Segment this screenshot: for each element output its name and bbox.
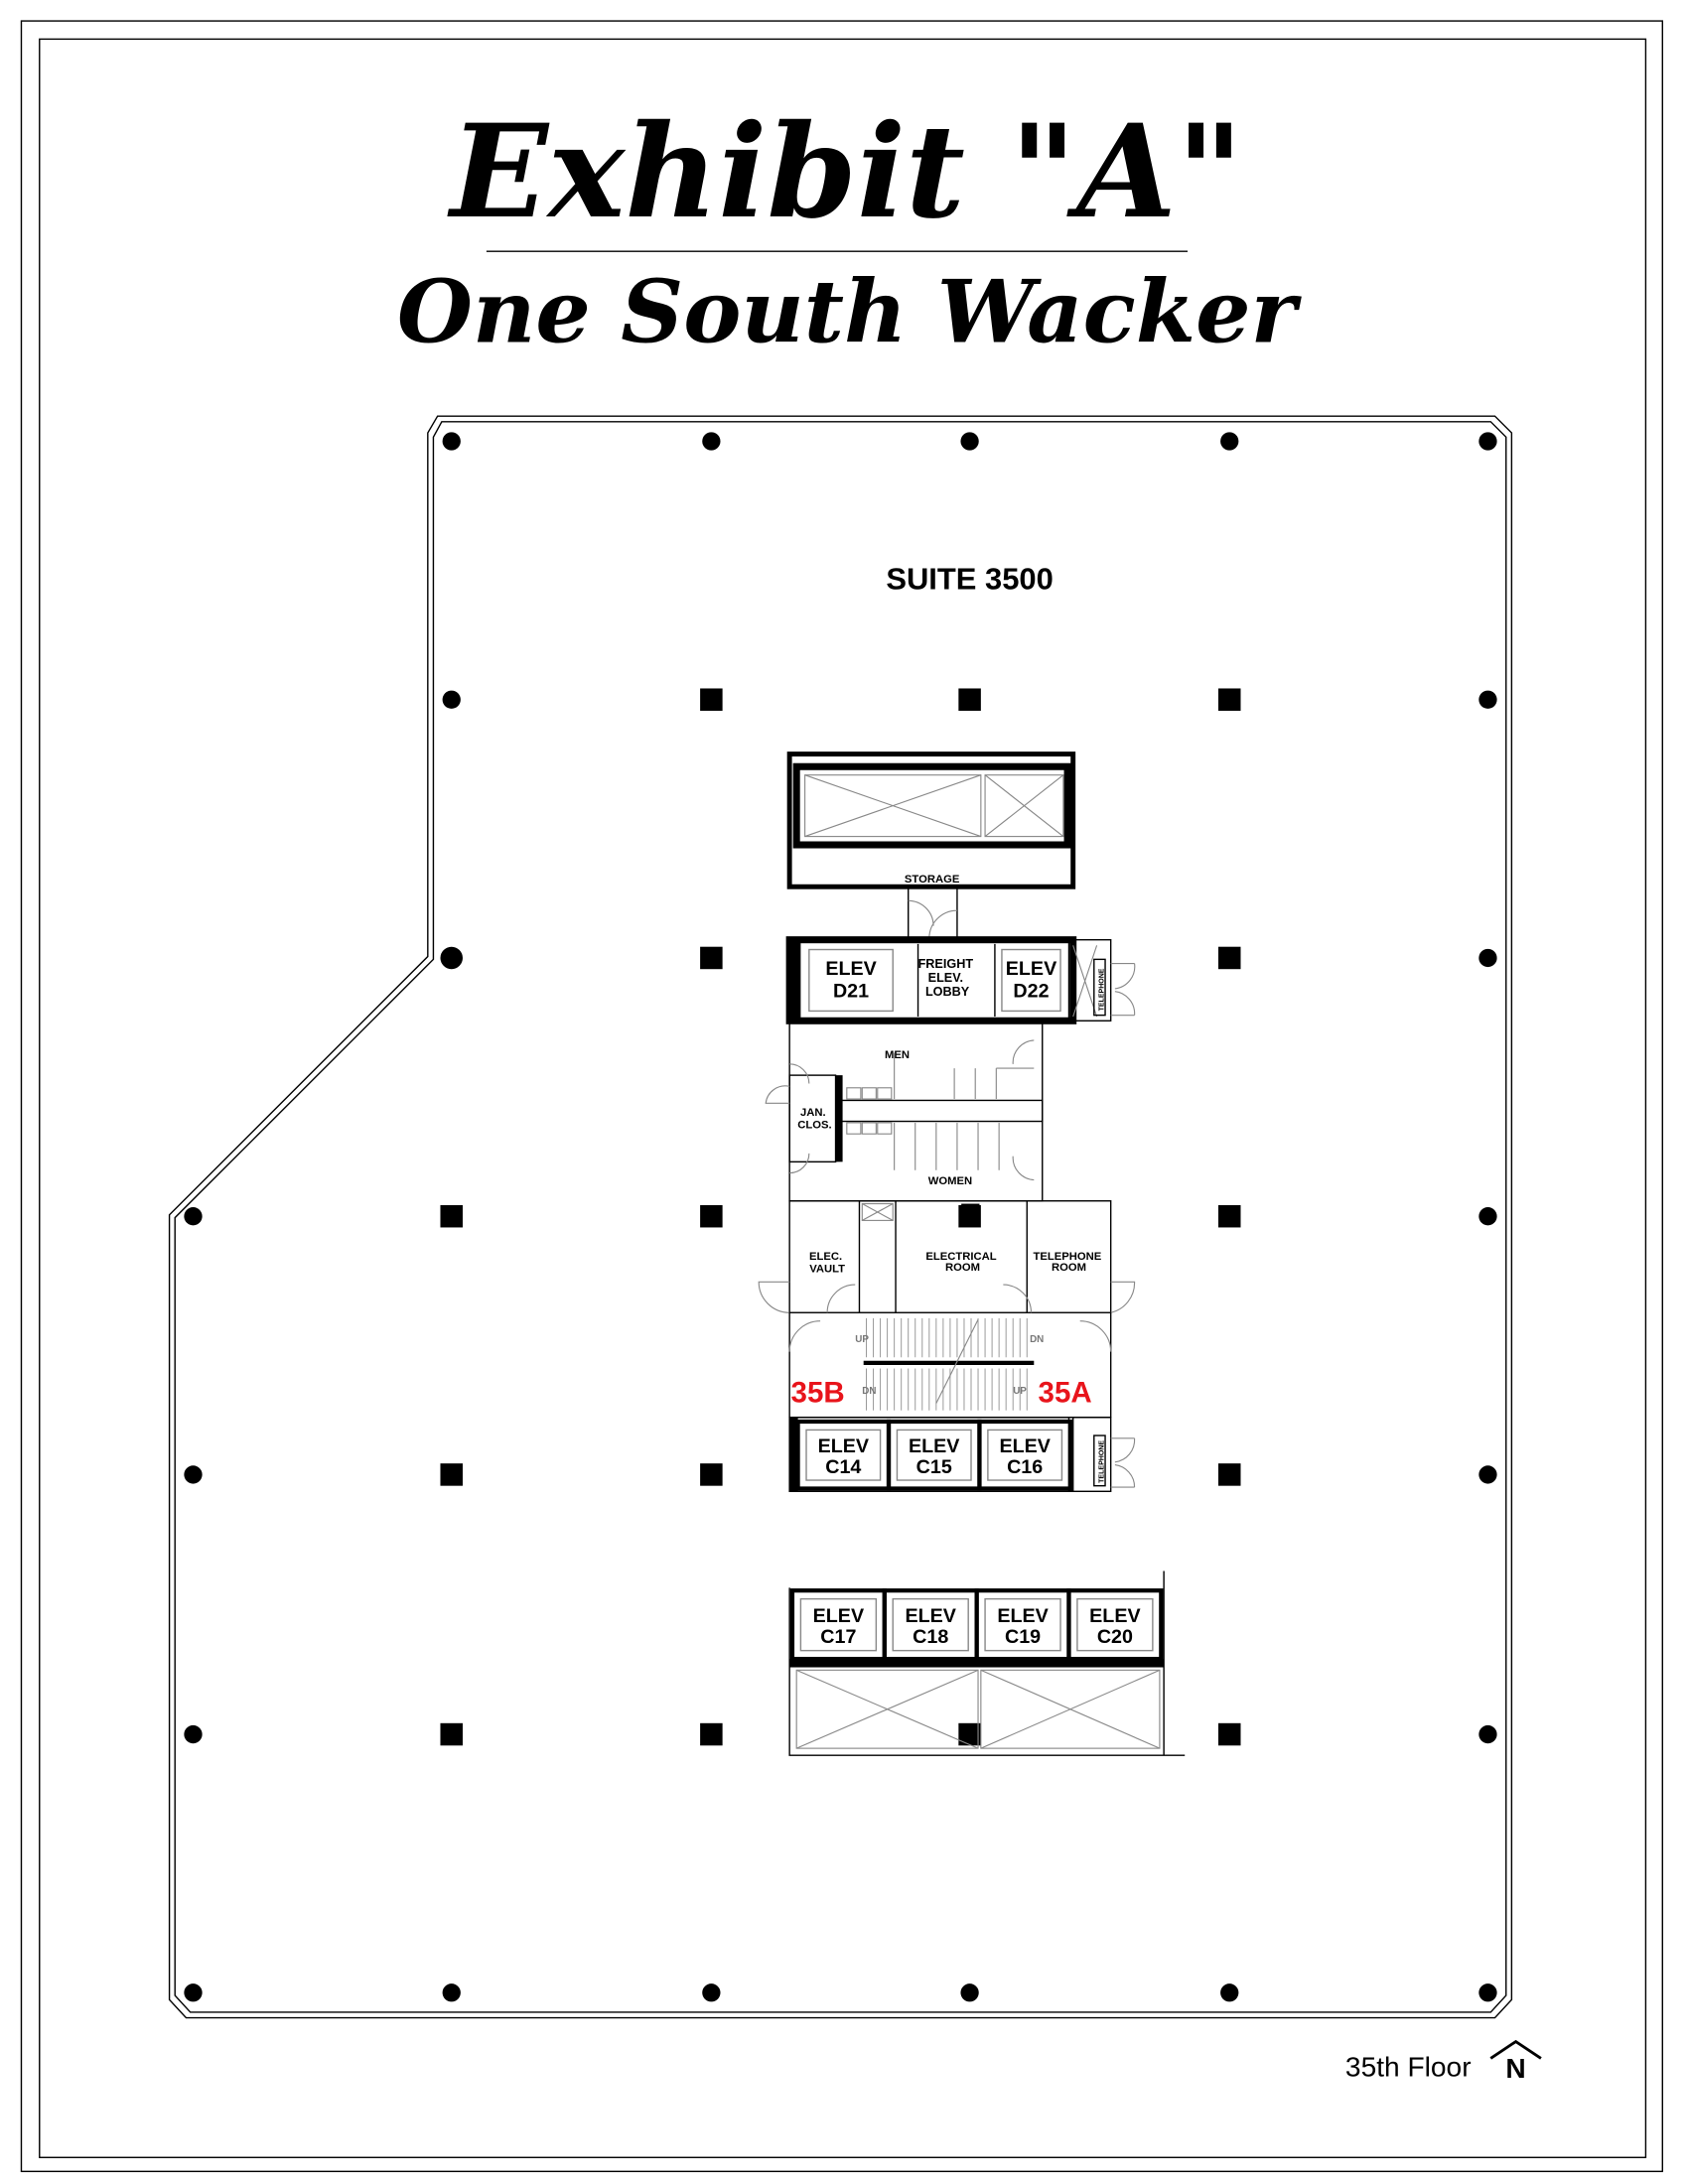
column-round xyxy=(1478,432,1497,451)
column-round xyxy=(1478,1724,1497,1744)
jan-clos-label: JAN. CLOS. xyxy=(797,1107,831,1132)
stair-dn-right: DN xyxy=(1030,1334,1044,1345)
floor-label: 35th Floor xyxy=(1345,2052,1472,2083)
freight-elevator-bank: TELEPHONE FREIGHT ELEV. LOBBY xyxy=(785,936,1136,1024)
building-name: One South Wacker xyxy=(397,261,1303,363)
elevator-number: D21 xyxy=(833,980,869,1002)
column-round xyxy=(184,1724,203,1744)
elevator-number: C19 xyxy=(1005,1626,1041,1648)
elevator-label: ELEV xyxy=(997,1605,1048,1627)
column-round xyxy=(1478,948,1497,968)
elevator-number: C14 xyxy=(825,1456,861,1478)
elevator-number: D22 xyxy=(1013,980,1049,1002)
column-square xyxy=(440,1204,463,1228)
column-round xyxy=(184,1465,203,1484)
telephone-room-label: TELEPHONE ROOM xyxy=(1034,1251,1105,1274)
column-round xyxy=(1478,1465,1497,1484)
column-round xyxy=(442,690,461,709)
north-label: N xyxy=(1505,2053,1525,2084)
elevator-label: ELEV xyxy=(1006,958,1056,980)
elevator-number: C17 xyxy=(820,1626,856,1648)
elevator-label: ELEV xyxy=(813,1605,864,1627)
column-square xyxy=(1217,1722,1241,1746)
column-square xyxy=(1217,1463,1241,1486)
column-square xyxy=(440,1722,463,1746)
column-square xyxy=(440,1463,463,1486)
column-square xyxy=(700,1463,723,1486)
elec-vault-label: ELEC. VAULT xyxy=(809,1251,845,1276)
column-round xyxy=(1478,690,1497,709)
column-round xyxy=(440,946,463,970)
inner-border xyxy=(39,38,1647,2158)
column-square xyxy=(1217,946,1241,970)
stairwell: UP DN DN UP 35B 35A xyxy=(788,1312,1112,1419)
elevator-bank-c17-c20-frame xyxy=(788,1570,1186,1756)
column-square xyxy=(1217,688,1241,711)
elevator-number: C18 xyxy=(913,1626,948,1648)
column-round xyxy=(184,1983,203,2002)
column-round xyxy=(1220,1983,1239,2002)
column-round xyxy=(702,432,721,451)
storage-label: STORAGE xyxy=(905,874,960,886)
column-square xyxy=(700,946,723,970)
stair-35a-label: 35A xyxy=(1039,1376,1092,1409)
stair-dn-left: DN xyxy=(862,1386,876,1397)
elevator-label: ELEV xyxy=(909,1435,959,1457)
column-square xyxy=(1217,1204,1241,1228)
building-outline-inner xyxy=(174,421,1507,2013)
column-round xyxy=(184,1207,203,1226)
column-round xyxy=(960,1983,979,2002)
column-round xyxy=(442,432,461,451)
elevator-label: ELEV xyxy=(999,1435,1050,1457)
men-label: MEN xyxy=(885,1049,910,1061)
elevator-label: ELEV xyxy=(1089,1605,1140,1627)
top-shaft: STORAGE xyxy=(786,751,1076,940)
elevator-number: C15 xyxy=(916,1456,952,1478)
elevator-label: ELEV xyxy=(906,1605,956,1627)
elevator-label: ELEV xyxy=(825,958,876,980)
suite-label: SUITE 3500 xyxy=(886,562,1054,597)
exhibit-title: Exhibit "A" xyxy=(446,95,1243,247)
column-square xyxy=(700,1204,723,1228)
stair-35b-label: 35B xyxy=(791,1376,845,1409)
elevator-number: C20 xyxy=(1097,1626,1133,1648)
north-arrow-icon: N xyxy=(1489,2039,1542,2084)
utility-rooms: ELEC. VAULT ELECTRICAL ROOM TELEPHONE RO… xyxy=(758,1200,1136,1313)
column-round xyxy=(702,1983,721,2002)
freight-lobby-label: FREIGHT ELEV. LOBBY xyxy=(918,957,977,999)
stair-up-left: UP xyxy=(855,1334,869,1345)
stair-up-right: UP xyxy=(1013,1386,1027,1397)
column-round xyxy=(960,432,979,451)
column-square xyxy=(958,1722,981,1746)
telephone-closet-label: TELEPHONE xyxy=(1099,968,1106,1011)
column-round xyxy=(1478,1207,1497,1226)
telephone-closet-label-2: TELEPHONE xyxy=(1099,1440,1106,1483)
column-square xyxy=(700,1722,723,1746)
women-label: WOMEN xyxy=(928,1175,972,1187)
column-round xyxy=(1478,1983,1497,2002)
structural-columns xyxy=(184,432,1497,2002)
elevator-label: ELEV xyxy=(818,1435,869,1457)
column-round xyxy=(1220,432,1239,451)
electrical-room-label: ELECTRICAL ROOM xyxy=(925,1251,999,1274)
restrooms: JAN. CLOS. MEN WOMEN xyxy=(765,1020,1044,1202)
elevator-number: C16 xyxy=(1007,1456,1043,1478)
column-round xyxy=(442,1983,461,2002)
column-square xyxy=(700,688,723,711)
outer-border xyxy=(20,20,1663,2173)
column-square xyxy=(958,688,981,711)
building-outline xyxy=(168,415,1513,2019)
